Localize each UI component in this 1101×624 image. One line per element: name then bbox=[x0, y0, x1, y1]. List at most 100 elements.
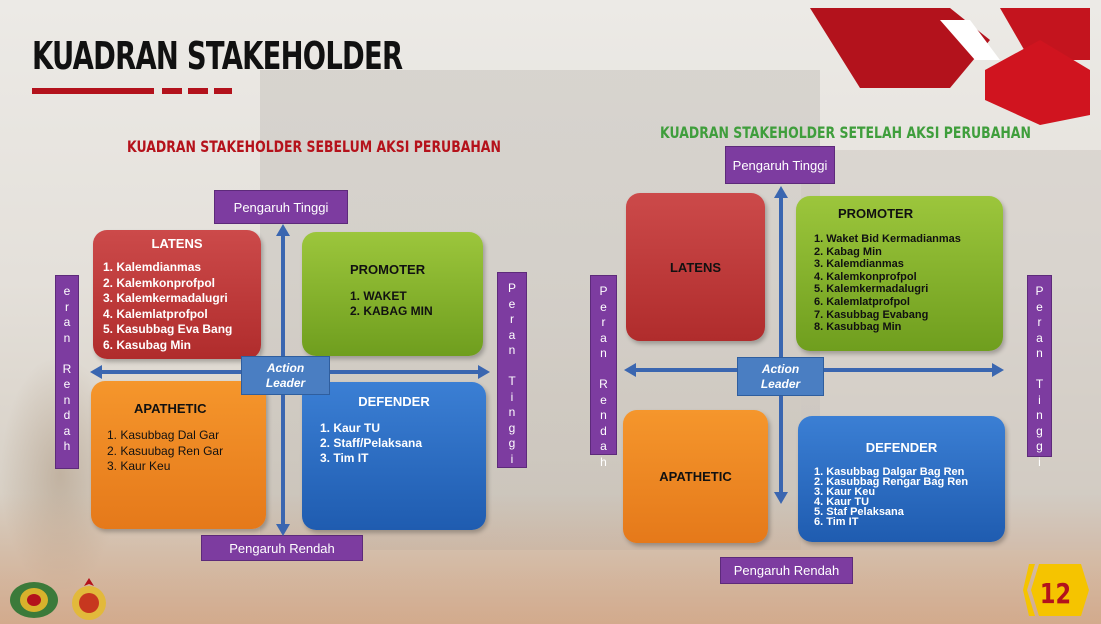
vertical-label-char: R bbox=[62, 361, 72, 376]
list-item: 4. Kalemkonprofpol bbox=[814, 270, 917, 283]
arrow-left-icon bbox=[90, 365, 102, 379]
vertical-label-char: T bbox=[508, 374, 516, 388]
list-item: 1. Kaur TU bbox=[320, 421, 381, 435]
list-item: 3. Kalemdianmas bbox=[814, 258, 904, 271]
vertical-label-char: h bbox=[63, 439, 71, 453]
right-top-label: Pengaruh Tinggi bbox=[725, 146, 835, 184]
vertical-label-char: d bbox=[63, 408, 71, 422]
vertical-label-char: i bbox=[1038, 454, 1041, 469]
list-item: 6. Kalemlatprofpol bbox=[814, 295, 910, 308]
police-emblem-icon bbox=[10, 582, 58, 618]
list-item: 6. Tim IT bbox=[814, 516, 859, 528]
vertical-label-char: e bbox=[63, 377, 71, 391]
list-item: 8. Kasubbag Min bbox=[814, 321, 902, 334]
arrow-up-icon bbox=[774, 186, 788, 198]
list-item: 1. WAKET bbox=[350, 289, 407, 303]
vertical-label-char: P bbox=[599, 284, 608, 298]
right-action-leader: Action Leader bbox=[737, 357, 824, 396]
slide-title: KUADRAN STAKEHOLDER bbox=[32, 34, 403, 78]
list-item: 2. Kabag Min bbox=[814, 245, 882, 258]
vertical-label-char: n bbox=[63, 392, 71, 407]
left-apathetic-box: APATHETIC 1. Kasubbag Dal Gar 2. Kasuuba… bbox=[91, 381, 266, 529]
vertical-label-char: n bbox=[508, 405, 516, 419]
vertical-label-char: T bbox=[1035, 377, 1044, 391]
list-item: 2. Staff/Pelaksana bbox=[320, 436, 423, 450]
vertical-label-char: e bbox=[600, 392, 607, 407]
vertical-label-char bbox=[65, 346, 68, 362]
leader-label: Leader bbox=[265, 375, 306, 390]
right-latens-box: LATENS bbox=[626, 193, 765, 341]
vertical-label-char: r bbox=[1037, 315, 1042, 329]
vertical-label-char: P bbox=[1035, 284, 1044, 298]
defender-title: DEFENDER bbox=[358, 394, 430, 409]
vertical-label-char: e bbox=[508, 296, 516, 311]
vertical-label-char: e bbox=[600, 299, 607, 314]
defender-title: DEFENDER bbox=[865, 440, 938, 455]
vertical-label-char: a bbox=[63, 423, 71, 438]
list-item: 2. KABAG MIN bbox=[350, 304, 433, 318]
list-item: 3. Kalemkermadalugri bbox=[103, 291, 228, 305]
left-bottom-label: Pengaruh Rendah bbox=[201, 535, 363, 561]
vertical-label-char bbox=[510, 359, 513, 375]
vertical-label-char: r bbox=[65, 299, 69, 314]
vertical-label-char bbox=[1038, 362, 1041, 378]
right-heading: KUADRAN STAKEHOLDER SETELAH AKSI PERUBAH… bbox=[660, 123, 1031, 142]
list-item: 1. Kasubbag Dalgar Bag Ren bbox=[814, 466, 965, 478]
list-item: 2. Kalemkonprofpol bbox=[103, 275, 216, 290]
list-item: 1. Kasubbag Dal Gar bbox=[107, 428, 220, 442]
list-item: 4. Kaur TU bbox=[814, 496, 870, 508]
vertical-label-char: g bbox=[508, 436, 516, 450]
list-item: 5. Staf Pelaksana bbox=[814, 506, 904, 518]
page-number-badge bbox=[1023, 564, 1089, 616]
arrow-up-icon bbox=[276, 224, 290, 236]
vertical-label-char: n bbox=[600, 346, 607, 360]
vertical-label-char: a bbox=[600, 439, 607, 453]
left-defender-box: DEFENDER 1. Kaur TU 2. Staff/Pelaksana 3… bbox=[302, 382, 486, 530]
vertical-label-char: r bbox=[601, 315, 606, 329]
vertical-label-char: g bbox=[1036, 423, 1043, 438]
arrow-down-icon bbox=[774, 492, 788, 504]
apathetic-title: APATHETIC bbox=[134, 401, 207, 416]
vertical-label-char: a bbox=[600, 330, 607, 345]
latens-title: LATENS bbox=[669, 259, 722, 275]
left-latens-box: LATENS 1. Kalemdianmas 2. Kalemkonprofpo… bbox=[93, 230, 261, 359]
arrow-left-icon bbox=[624, 363, 636, 377]
list-item: 3. Kaur Keu bbox=[814, 486, 876, 498]
left-top-label: Pengaruh Tinggi bbox=[214, 190, 348, 224]
page-number: 12 bbox=[1039, 577, 1072, 610]
right-defender-box: DEFENDER 1. Kasubbag Dalgar Bag Ren 2. K… bbox=[798, 416, 1005, 542]
list-item: 3. Kaur Keu bbox=[107, 459, 171, 473]
list-item: 1. Kalemdianmas bbox=[103, 260, 202, 274]
vertical-label-char: n bbox=[63, 330, 71, 345]
leader-label: Leader bbox=[760, 376, 801, 391]
action-label: Action bbox=[761, 361, 800, 376]
vertical-label-char: i bbox=[1038, 392, 1041, 407]
vertical-label-char: a bbox=[63, 315, 71, 329]
vertical-label-char: n bbox=[1036, 346, 1043, 360]
right-vertical-axis bbox=[779, 196, 783, 496]
list-item: 5. Kasubbag Eva Bang bbox=[103, 322, 233, 336]
academy-emblem-icon bbox=[72, 578, 106, 620]
list-item: 7. Kasubbag Evabang bbox=[814, 308, 929, 321]
list-item: 3. Tim IT bbox=[320, 451, 369, 465]
vertical-label-char: d bbox=[600, 423, 607, 438]
list-item: 1. Waket Bid Kermadianmas bbox=[814, 233, 961, 245]
list-item: 2. Kasubbag Rengar Bag Ren bbox=[814, 476, 969, 488]
vertical-label-char: n bbox=[508, 343, 516, 357]
vertical-label-char: r bbox=[510, 312, 514, 326]
vertical-label-char: e bbox=[63, 284, 71, 298]
vertical-label-char: a bbox=[508, 327, 516, 342]
list-item: 4. Kalemlatprofpol bbox=[103, 306, 208, 321]
list-item: 6. Kasubag Min bbox=[103, 337, 192, 352]
left-action-leader: Action Leader bbox=[241, 356, 330, 395]
vertical-label-char: R bbox=[599, 377, 608, 391]
arrow-down-icon bbox=[276, 524, 290, 536]
vertical-label-char: g bbox=[1036, 439, 1043, 453]
vertical-label-char: i bbox=[510, 451, 514, 466]
vertical-label-char: n bbox=[1036, 408, 1043, 422]
list-item: 5. Kalemkermadalugri bbox=[814, 283, 929, 296]
